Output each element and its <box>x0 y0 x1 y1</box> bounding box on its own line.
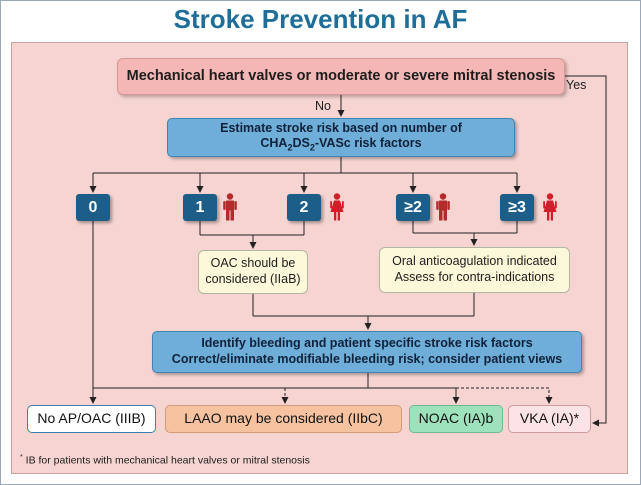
score-1: 1 <box>183 194 217 221</box>
outcome-laao: LAAO may be considered (IIbC) <box>165 405 402 433</box>
footnote: * IB for patients with mechanical heart … <box>20 454 310 467</box>
bleeding-line1: Identify bleeding and patient specific s… <box>201 336 533 351</box>
male-figure-icon <box>436 193 450 221</box>
oac-considered-line2: considered (IIaB) <box>205 272 301 286</box>
footnote-text: IB for patients with mechanical heart va… <box>25 454 310 467</box>
estimate-risk-node: Estimate stroke risk based on number of … <box>167 118 515 157</box>
oac-indicated-node: Oral anticoagulation indicated Assess fo… <box>379 247 570 293</box>
score-ge2: ≥2 <box>396 194 430 221</box>
estimate-line1: Estimate stroke risk based on number of <box>220 120 462 135</box>
oac-indicated-line1: Oral anticoagulation indicated <box>392 254 557 269</box>
bleeding-risk-node: Identify bleeding and patient specific s… <box>152 331 582 373</box>
edge-label-no: No <box>315 99 331 113</box>
outcome-vka: VKA (IA)* <box>508 405 591 433</box>
edge-label-yes: Yes <box>566 78 587 92</box>
score-2: 2 <box>287 194 321 221</box>
score-ge3: ≥3 <box>500 194 534 221</box>
bleeding-line2: Correct/eliminate modifiable bleeding ri… <box>171 352 563 366</box>
outcome-no-ap-oac: No AP/OAC (IIIB) <box>27 405 156 433</box>
mechanical-valves-node: Mechanical heart valves or moderate or s… <box>117 58 565 95</box>
male-figure-icon <box>223 193 237 221</box>
female-figure-icon <box>543 193 557 221</box>
oac-considered-line1: OAC should be <box>210 256 296 271</box>
estimate-line2: CHA2DS2-VASc risk factors <box>260 136 422 153</box>
edge-to-vka-dashed <box>456 387 553 404</box>
footnote-mark: * <box>20 454 23 461</box>
edge-mech-to-vka <box>565 75 607 427</box>
female-figure-icon <box>330 193 344 221</box>
score-0: 0 <box>76 194 110 221</box>
outcome-noac: NOAC (IA)b <box>409 405 503 433</box>
oac-indicated-line2: Assess for contra-indications <box>394 270 555 284</box>
page-title: Stroke Prevention in AF <box>173 4 468 34</box>
oac-considered-node: OAC should be considered (IIaB) <box>198 250 308 294</box>
